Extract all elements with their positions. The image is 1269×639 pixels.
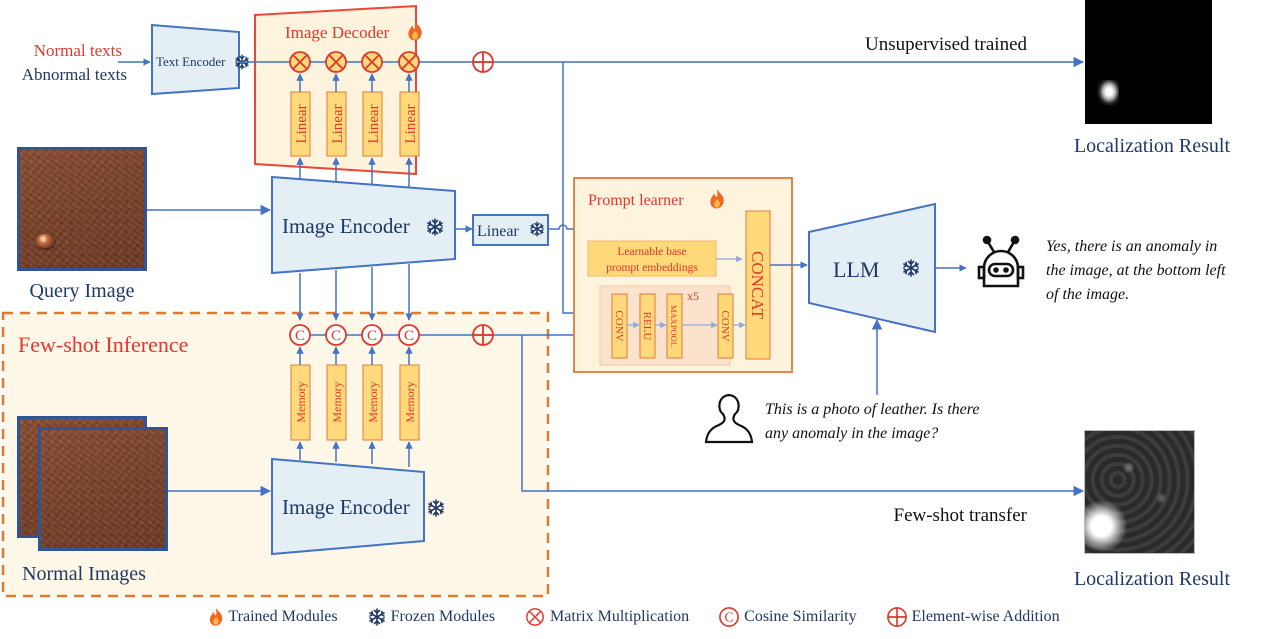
text-encoder-label: Text Encoder bbox=[156, 54, 226, 69]
linear-block-label: Linear bbox=[294, 104, 310, 143]
legend-label: Cosine Similarity bbox=[744, 608, 857, 625]
user-icon bbox=[704, 393, 754, 444]
matrix-multiplication-icon bbox=[289, 51, 311, 73]
query-image-label: Query Image bbox=[30, 280, 135, 302]
localization-result-top-label: Localization Result bbox=[1074, 135, 1231, 157]
user-prompt-line-2: any anomaly in the image? bbox=[765, 425, 938, 442]
element-wise-addition-icon bbox=[472, 51, 494, 73]
memory-block-label: Memory bbox=[366, 381, 380, 422]
linear-projection-label: Linear bbox=[477, 223, 519, 240]
legend-label: Matrix Multiplication bbox=[550, 608, 690, 625]
image-encoder-top-label: Image Encoder bbox=[282, 214, 410, 238]
legend-label: Trained Modules bbox=[228, 608, 338, 625]
normal-image-front bbox=[38, 427, 168, 551]
image-encoder-bottom-block bbox=[271, 457, 425, 556]
memory-block-label: Memory bbox=[330, 381, 344, 422]
normal-images-label: Normal Images bbox=[22, 563, 146, 585]
learnable-prompt-label-1: Learnable base bbox=[617, 246, 686, 258]
legend-item-cosine-similarity: Cosine Similarity bbox=[719, 607, 857, 627]
learnable-prompt-block bbox=[587, 240, 717, 277]
localization-result-bottom-label: Localization Result bbox=[1074, 568, 1231, 590]
legend-item-frozen: Frozen Modules bbox=[368, 607, 495, 627]
cosine-similarity-icon bbox=[719, 607, 740, 627]
legend-item-matrix-multiplication: Matrix Multiplication bbox=[525, 607, 689, 627]
conv2-block bbox=[717, 293, 734, 359]
encoder-to-memory-arrows bbox=[296, 441, 413, 467]
maxpool-label: MAXPOOL bbox=[669, 305, 679, 347]
learnable-prompt-label-2: prompt embeddings bbox=[606, 262, 698, 274]
cosine-similarity-icon bbox=[289, 324, 311, 346]
query-image bbox=[17, 147, 147, 271]
cosine-similarity-icon bbox=[361, 324, 383, 346]
conv1-block bbox=[611, 293, 628, 359]
encoder-to-linear-arrows bbox=[296, 157, 413, 189]
conv1-label: CONV bbox=[613, 310, 625, 341]
llm-label: LLM bbox=[833, 257, 879, 282]
encoder-to-cosine-arrows bbox=[296, 264, 413, 321]
matrix-multiplication-icon bbox=[526, 608, 544, 626]
bot-response-line-3: of the image. bbox=[1046, 286, 1129, 303]
memory-block-label: Memory bbox=[294, 381, 308, 422]
unsupervised-trained-label: Unsupervised trained bbox=[865, 34, 1027, 55]
element-wise-addition-icon bbox=[472, 324, 494, 346]
concat-label: CONCAT bbox=[748, 251, 767, 320]
few-shot-transfer-label: Few-shot transfer bbox=[894, 505, 1028, 526]
legend-item-element-wise-addition: Element-wise Addition bbox=[886, 607, 1060, 627]
memory-block-label: Memory bbox=[403, 381, 417, 422]
snowflake-icon bbox=[368, 608, 385, 626]
legend-label: Frozen Modules bbox=[390, 608, 496, 625]
legend-label: Element-wise Addition bbox=[911, 608, 1060, 625]
matrix-multiplication-icon bbox=[325, 51, 347, 73]
image-decoder-label: Image Decoder bbox=[285, 23, 390, 42]
image-encoder-top-block bbox=[271, 175, 456, 275]
relu-label: RELU bbox=[641, 312, 653, 341]
maxpool-block bbox=[666, 293, 683, 359]
prompt-learner-label: Prompt learner bbox=[588, 192, 684, 209]
abnormal-texts-label: Abnormal texts bbox=[22, 65, 127, 84]
cosine-similarity-icon bbox=[398, 324, 420, 346]
bot-response-line-2: the image, at the bottom left bbox=[1046, 262, 1226, 279]
bot-response-line-1: Yes, there is an anomaly in bbox=[1046, 238, 1217, 255]
relu-block bbox=[639, 293, 656, 359]
few-shot-output-arrow bbox=[521, 335, 1085, 497]
repeat-label: x5 bbox=[687, 289, 699, 303]
legend: Trained Modules Frozen Modules Matrix Mu… bbox=[0, 607, 1269, 627]
memory-blocks bbox=[290, 364, 420, 441]
matrix-multiplication-icon bbox=[398, 51, 420, 73]
linear-block-label: Linear bbox=[403, 104, 419, 143]
anomaly-spot bbox=[36, 234, 54, 248]
few-shot-inference-title: Few-shot Inference bbox=[18, 332, 188, 357]
cosine-similarity-icon bbox=[325, 324, 347, 346]
matrix-multiplication-icon bbox=[361, 51, 383, 73]
linear-block-label: Linear bbox=[330, 104, 346, 143]
robot-icon bbox=[977, 235, 1025, 288]
concat-block bbox=[745, 210, 771, 360]
legend-item-trained: Trained Modules bbox=[209, 607, 338, 627]
memory-to-cosine-arrows bbox=[296, 346, 413, 365]
element-wise-addition-icon bbox=[886, 607, 907, 627]
localization-result-bottom-map bbox=[1084, 430, 1195, 554]
linear-block-label: Linear bbox=[366, 104, 382, 143]
user-prompt-line-1: This is a photo of leather. Is there bbox=[765, 401, 980, 418]
normal-texts-label: Normal texts bbox=[34, 41, 122, 60]
localization-result-top-map bbox=[1085, 0, 1212, 124]
image-encoder-bottom-label: Image Encoder bbox=[282, 495, 410, 519]
text-encoder-block bbox=[151, 23, 240, 96]
fire-icon bbox=[210, 608, 223, 626]
llm-block bbox=[808, 202, 936, 334]
conv2-label: CONV bbox=[719, 310, 731, 341]
anomaly-highlight bbox=[1097, 80, 1119, 106]
linear-to-mult-arrows bbox=[296, 73, 413, 92]
